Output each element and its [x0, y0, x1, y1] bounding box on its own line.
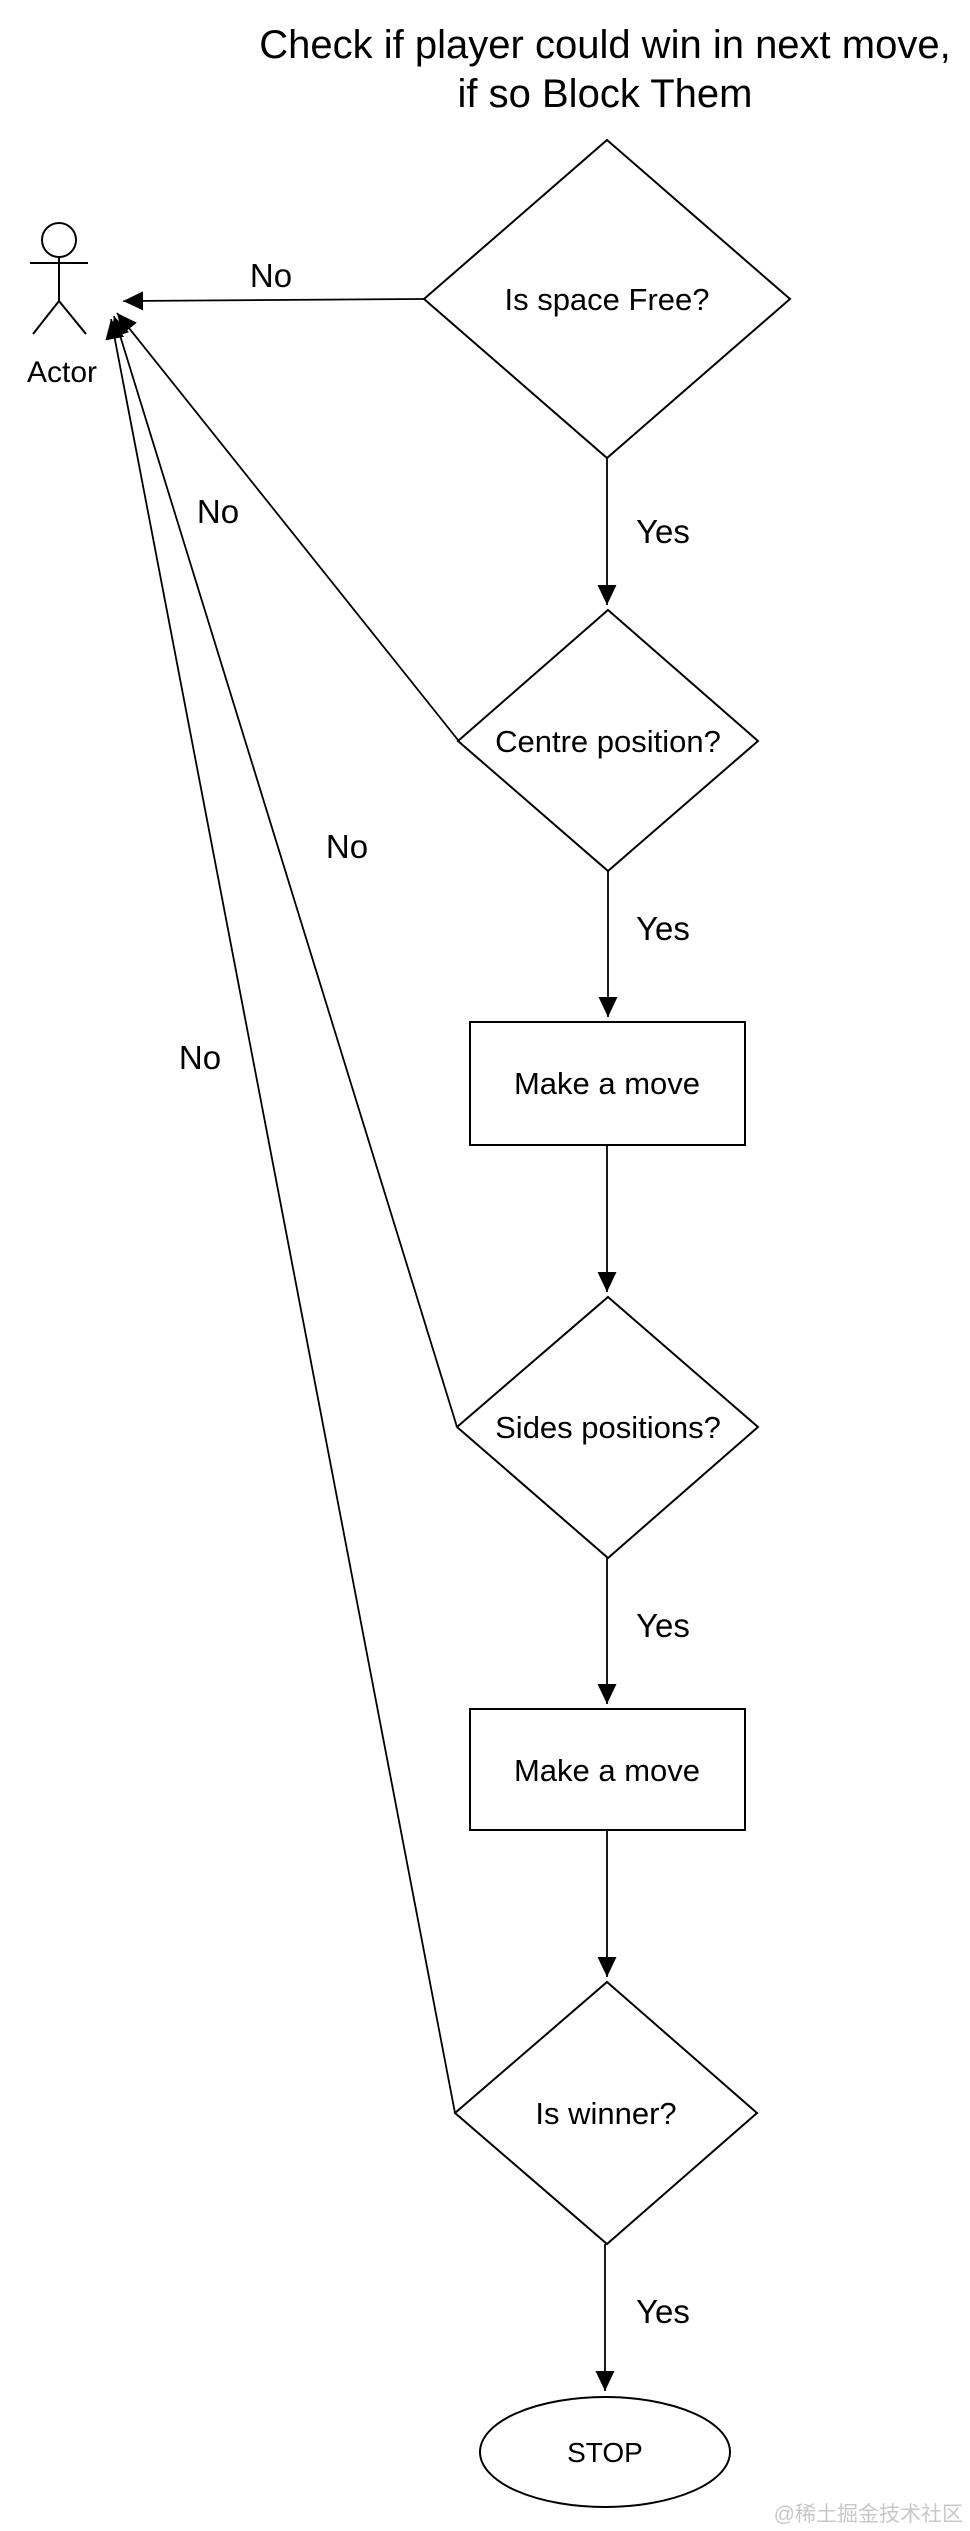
- actor-leg-right: [58, 300, 87, 335]
- edge-winner-no-line: [105, 318, 456, 2114]
- actor-figure: [30, 222, 88, 335]
- process-make-a-move-2-label: Make a move: [514, 1753, 700, 1788]
- actor-label: Actor: [27, 356, 97, 389]
- decision-centre-position-label: Centre position?: [495, 724, 721, 759]
- decision-sides-positions-label: Sides positions?: [495, 1410, 721, 1445]
- nodes: [422, 138, 792, 2508]
- edge-winner-no-label: No: [179, 1039, 221, 1076]
- edge-centre-yes-label: Yes: [636, 910, 690, 947]
- terminator-stop: [479, 2396, 731, 2508]
- decision-is-space-free-label: Is space Free?: [504, 282, 709, 317]
- edge-space-free-yes-label: Yes: [636, 513, 690, 550]
- decision-centre-position: [456, 608, 760, 873]
- edge-sides-no-line: [110, 315, 458, 1428]
- edge-winner-yes-label: Yes: [636, 2293, 690, 2330]
- edge-centre-no-line: [116, 312, 459, 741]
- labels: Check if player could win in next move, …: [27, 23, 963, 2526]
- diagram-title-line-1: Check if player could win in next move,: [259, 23, 950, 67]
- decision-is-winner-label: Is winner?: [535, 2096, 676, 2131]
- edge-space-free-no-line: [122, 291, 425, 311]
- terminator-stop-label: STOP: [567, 2437, 643, 2468]
- process-make-a-move-2: [469, 1708, 746, 1831]
- edge-space-free-no-label: No: [250, 257, 292, 294]
- decision-is-space-free: [422, 138, 792, 460]
- decision-is-winner: [453, 1980, 759, 2246]
- process-make-a-move-1: [469, 1021, 746, 1146]
- edge-centre-no-label: No: [197, 493, 239, 530]
- edge-sides-yes-label: Yes: [636, 1607, 690, 1644]
- actor-leg-left: [32, 300, 60, 335]
- watermark: @稀土掘金技术社区: [774, 2503, 963, 2526]
- actor-head: [41, 222, 77, 258]
- decision-sides-positions: [455, 1295, 760, 1560]
- process-make-a-move-1-label: Make a move: [514, 1066, 700, 1101]
- edge-sides-no-label: No: [326, 828, 368, 865]
- diagram-title-line-2: if so Block Them: [458, 72, 753, 116]
- edges: [105, 291, 618, 2391]
